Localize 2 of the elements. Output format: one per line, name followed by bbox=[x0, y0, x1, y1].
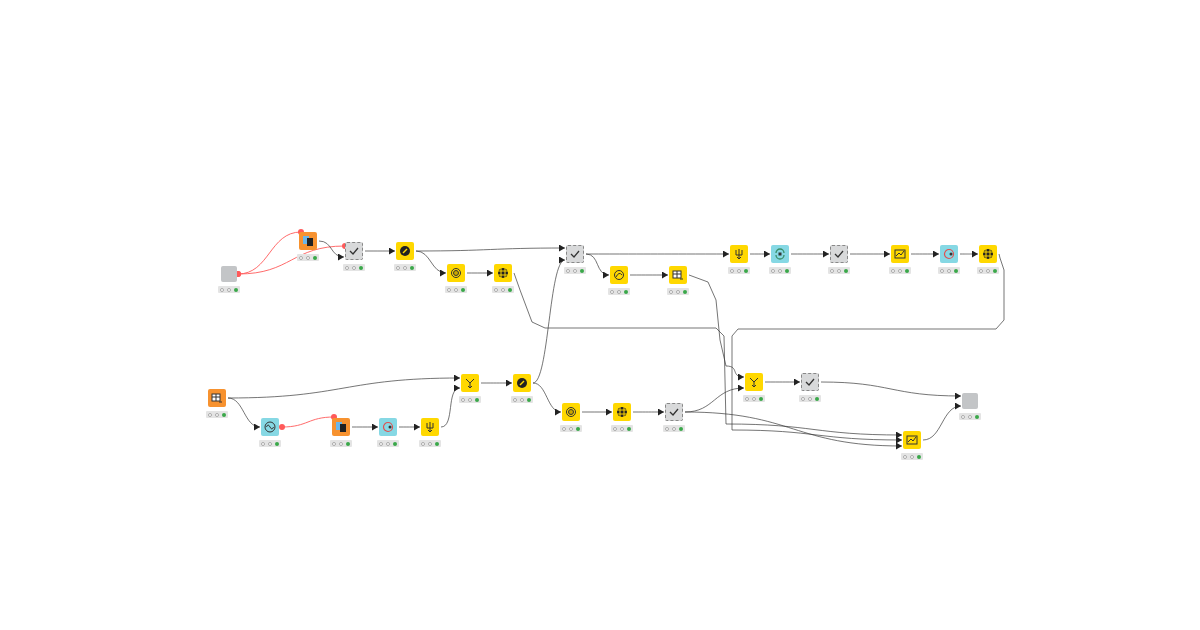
workflow-node bbox=[221, 266, 237, 282]
workflow-node bbox=[962, 393, 978, 409]
